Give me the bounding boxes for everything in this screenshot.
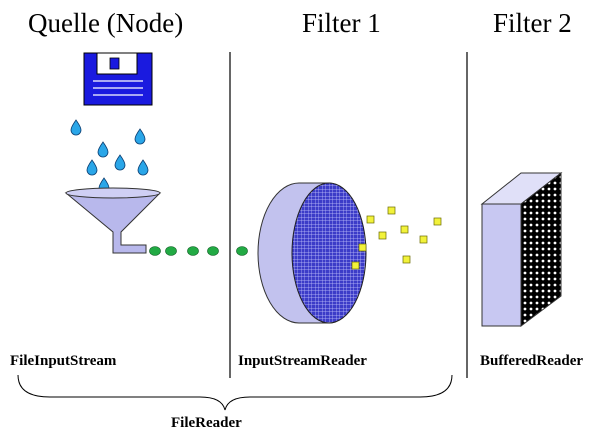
chip (400, 225, 409, 234)
brace (17, 374, 453, 411)
label-fileinputstream: FileInputStream (10, 353, 117, 369)
pellet (165, 246, 177, 256)
pellet (207, 246, 219, 256)
pellets (149, 246, 248, 256)
chips (351, 206, 442, 270)
water-drop-icon (137, 159, 149, 176)
chip (387, 206, 396, 215)
buffer-block-icon (480, 171, 563, 327)
filter-cylinder-icon (257, 182, 367, 324)
pellet (187, 246, 199, 256)
water-drop-icon (97, 141, 109, 158)
chip (351, 261, 360, 270)
water-drop-icon (70, 119, 82, 136)
funnel-icon (64, 187, 162, 254)
heading-filter-2: Filter 2 (493, 8, 572, 38)
floppy-disk-icon (83, 52, 153, 106)
chip (366, 215, 375, 224)
water-drops (70, 119, 149, 194)
label-bufferedreader: BufferedReader (480, 353, 584, 369)
water-drop-icon (114, 154, 126, 171)
pellet (236, 246, 248, 256)
chip (358, 243, 367, 252)
label-filereader: FileReader (171, 415, 242, 431)
label-inputstreamreader: InputStreamReader (238, 353, 367, 369)
heading-filter-1: Filter 1 (302, 8, 381, 38)
chip (402, 255, 411, 264)
water-drop-icon (86, 159, 98, 176)
pellet (149, 246, 161, 256)
heading-source: Quelle (Node) (28, 8, 184, 38)
chip (419, 235, 428, 244)
chip (433, 217, 442, 226)
water-drop-icon (134, 128, 146, 145)
chip (378, 231, 387, 240)
